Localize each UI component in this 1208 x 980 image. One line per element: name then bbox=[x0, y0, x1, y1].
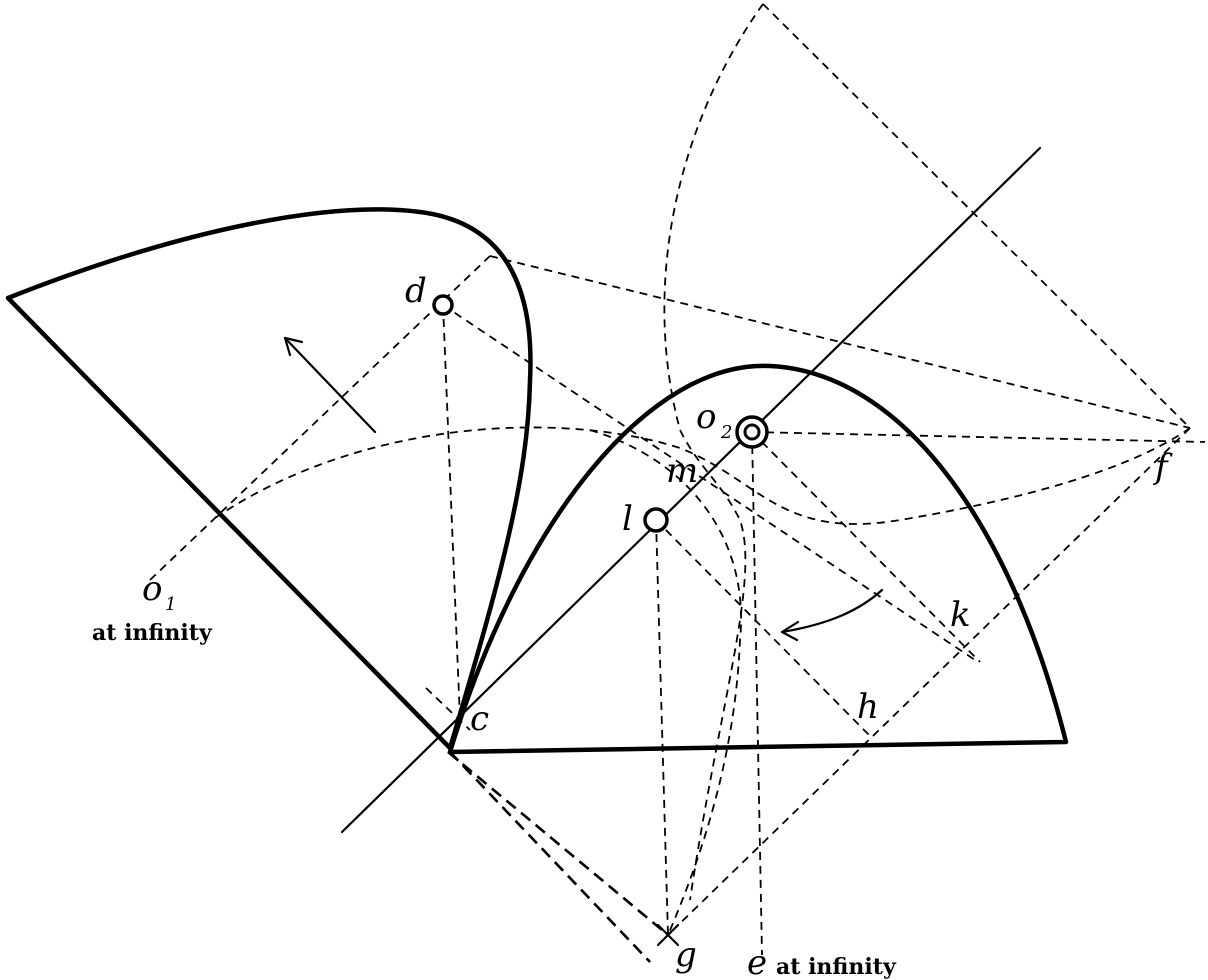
dash-d-vertical bbox=[442, 304, 461, 721]
label-l: l bbox=[622, 499, 633, 539]
left-arrow-head bbox=[283, 336, 304, 357]
dash-l-h bbox=[655, 519, 873, 739]
point-g-cross bbox=[656, 923, 680, 947]
label-c: c bbox=[470, 699, 489, 739]
label-e: e bbox=[747, 943, 767, 980]
point-d-marker bbox=[432, 294, 454, 316]
dash-curve-o1-f bbox=[214, 426, 1191, 525]
curved-arrow-shaft bbox=[780, 588, 884, 634]
dash-d-k bbox=[442, 304, 976, 661]
label-f: f bbox=[1152, 447, 1173, 487]
point-l-marker bbox=[643, 507, 669, 533]
label-o2: o bbox=[696, 397, 716, 437]
label-o1: o bbox=[142, 569, 162, 609]
label-e-note: at infinity bbox=[776, 954, 897, 980]
label-o1-note: at infinity bbox=[92, 620, 213, 646]
dash-heavy-c-g bbox=[447, 751, 669, 936]
dash-top-left bbox=[489, 255, 1191, 429]
dash-o2-k bbox=[751, 431, 981, 663]
curved-arrow-head bbox=[780, 620, 800, 642]
label-o2-sub: 2 bbox=[720, 422, 732, 443]
label-h: h bbox=[857, 687, 879, 727]
label-d: d bbox=[405, 271, 427, 311]
dash-heavy-c-bottom bbox=[449, 751, 651, 963]
label-m: m bbox=[666, 451, 698, 491]
dash-o2-f bbox=[751, 431, 1206, 443]
label-g: g bbox=[675, 935, 697, 975]
right-blade-outline bbox=[447, 363, 1069, 755]
dash-curve-top-arc bbox=[663, 3, 764, 901]
dash-l-vertical bbox=[655, 519, 669, 936]
dash-c-f-curve-link bbox=[425, 687, 471, 731]
point-o2-marker-inner bbox=[743, 423, 761, 441]
label-o1-sub: 1 bbox=[165, 594, 176, 615]
left-arrow-shaft bbox=[283, 336, 377, 434]
left-blade-outline bbox=[5, 207, 533, 751]
dash-curve-right-arc bbox=[589, 429, 742, 936]
dash-f-g bbox=[667, 427, 1191, 936]
dash-top-right-edge bbox=[762, 3, 1191, 429]
label-k: k bbox=[950, 595, 971, 635]
dash-o2-vertical bbox=[751, 431, 763, 956]
